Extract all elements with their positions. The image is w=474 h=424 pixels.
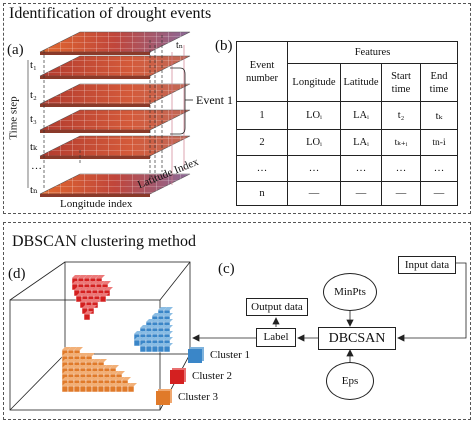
label-box: Label: [256, 328, 296, 347]
eps-node: Eps: [326, 362, 374, 400]
top-time-label-tn: tₙ: [176, 40, 184, 51]
header-features: Features: [287, 41, 458, 64]
panel-d-label: (d): [8, 266, 26, 282]
subheader-start-time: Start time: [381, 63, 421, 102]
legend-swatch: [188, 349, 202, 363]
panel-a-label: (a): [7, 42, 24, 58]
event-1-label: Event 1: [196, 93, 233, 107]
input-data-box: Input data: [398, 256, 456, 274]
table-row: 1 LOᵢ LAᵢ t₂ tₖ: [236, 101, 458, 130]
drought-identification-section: [3, 3, 471, 214]
time-label-ellipsis: …: [31, 160, 42, 172]
dbcsan-box: DBCSAN: [318, 327, 396, 350]
time-label-t3: t₃: [30, 113, 37, 125]
panel-b-label: (b): [215, 38, 233, 54]
table-row: … … … … …: [236, 155, 458, 182]
table-row: n — — — —: [236, 181, 458, 206]
legend-label: Cluster 3: [178, 391, 219, 403]
legend-swatch: [156, 391, 170, 405]
minpts-node: MinPts: [323, 273, 377, 311]
longitude-index-label: Longitude index: [60, 198, 133, 210]
panel-c-label: (c): [218, 261, 235, 277]
table-row: 2 LOᵢ LAᵢ tₖ₊ᵢ tn-i: [236, 129, 458, 156]
time-label-tk: tₖ: [30, 141, 38, 153]
legend-swatch: [170, 370, 184, 384]
subheader-latitude: Latitude: [340, 63, 382, 102]
time-label-tn: tₙ: [30, 184, 38, 196]
legend-label: Cluster 1: [210, 349, 251, 361]
time-label-t2: t₂: [30, 89, 37, 101]
event-features-table: Event number Features Longitude Latitude…: [236, 41, 458, 206]
section-title-identification: Identification of drought events: [9, 5, 212, 22]
time-step-axis-label: Time step: [7, 96, 20, 140]
output-data-box: Output data: [246, 298, 308, 316]
legend-label: Cluster 2: [192, 370, 233, 382]
header-event-number: Event number: [236, 41, 288, 102]
time-label-t1: t₁: [30, 59, 37, 71]
dbscan-section: [3, 222, 471, 420]
subheader-longitude: Longitude: [287, 63, 341, 102]
subheader-end-time: End time: [420, 63, 458, 102]
section-title-dbscan: DBSCAN clustering method: [12, 233, 196, 250]
